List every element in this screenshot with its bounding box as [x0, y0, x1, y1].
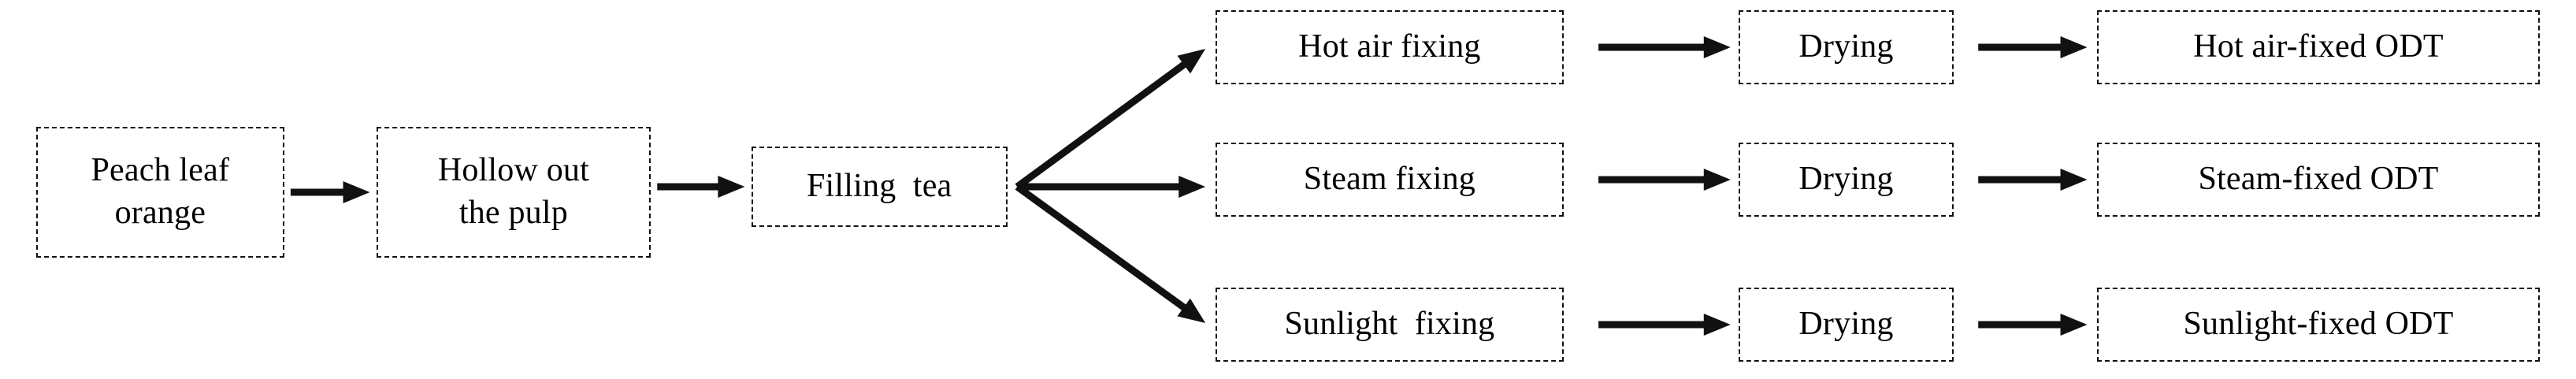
- edge-edge-orange-to-hollow: [290, 181, 370, 203]
- node-hollow-out-pulp[interactable]: Hollow out the pulp: [376, 127, 651, 258]
- node-filling-tea[interactable]: Filling tea: [751, 147, 1008, 227]
- edge-edge-drying-to-hot-air-odt: [1978, 36, 2088, 58]
- node-sunlight-fixing[interactable]: Sunlight fixing: [1215, 288, 1565, 362]
- edge-edge-drying-to-steam-odt: [1978, 169, 2088, 191]
- node-hot-air-fixed-odt[interactable]: Hot air-fixed ODT: [2097, 10, 2540, 84]
- node-label: Drying: [1798, 28, 1894, 65]
- edge-edge-sunlight-to-drying: [1598, 314, 1731, 336]
- node-drying-bottom[interactable]: Drying: [1739, 288, 1954, 362]
- node-drying-middle[interactable]: Drying: [1739, 143, 1954, 217]
- node-label: Drying: [1798, 306, 1894, 343]
- node-label: Steam-fixed ODT: [2198, 161, 2439, 198]
- edge-edge-filling-to-hot-air: [1015, 49, 1206, 190]
- node-label: Sunlight fixing: [1284, 306, 1495, 343]
- node-label: Peach leaf orange: [91, 152, 230, 231]
- edge-edge-drying-to-sunlight-odt: [1978, 314, 2088, 336]
- node-sunlight-fixed-odt[interactable]: Sunlight-fixed ODT: [2097, 288, 2540, 362]
- edge-edge-hollow-to-filling: [657, 176, 745, 198]
- edge-edge-steam-to-drying: [1598, 169, 1731, 191]
- node-label: Hollow out the pulp: [437, 152, 589, 231]
- node-steam-fixing[interactable]: Steam fixing: [1215, 143, 1565, 217]
- node-label: Sunlight-fixed ODT: [2183, 306, 2454, 343]
- edge-edge-filling-to-steam: [1017, 176, 1206, 198]
- node-label: Hot air-fixed ODT: [2193, 28, 2444, 65]
- node-label: Drying: [1798, 161, 1894, 198]
- edge-edge-hot-air-to-drying: [1598, 36, 1731, 58]
- node-label: Hot air fixing: [1298, 28, 1481, 65]
- node-drying-top[interactable]: Drying: [1739, 10, 1954, 84]
- node-peach-leaf-orange[interactable]: Peach leaf orange: [36, 127, 284, 258]
- node-steam-fixed-odt[interactable]: Steam-fixed ODT: [2097, 143, 2540, 217]
- edge-edge-filling-to-sunlight: [1015, 184, 1206, 323]
- node-hot-air-fixing[interactable]: Hot air fixing: [1215, 10, 1565, 84]
- node-label: Filling tea: [807, 168, 952, 205]
- node-label: Steam fixing: [1303, 161, 1476, 198]
